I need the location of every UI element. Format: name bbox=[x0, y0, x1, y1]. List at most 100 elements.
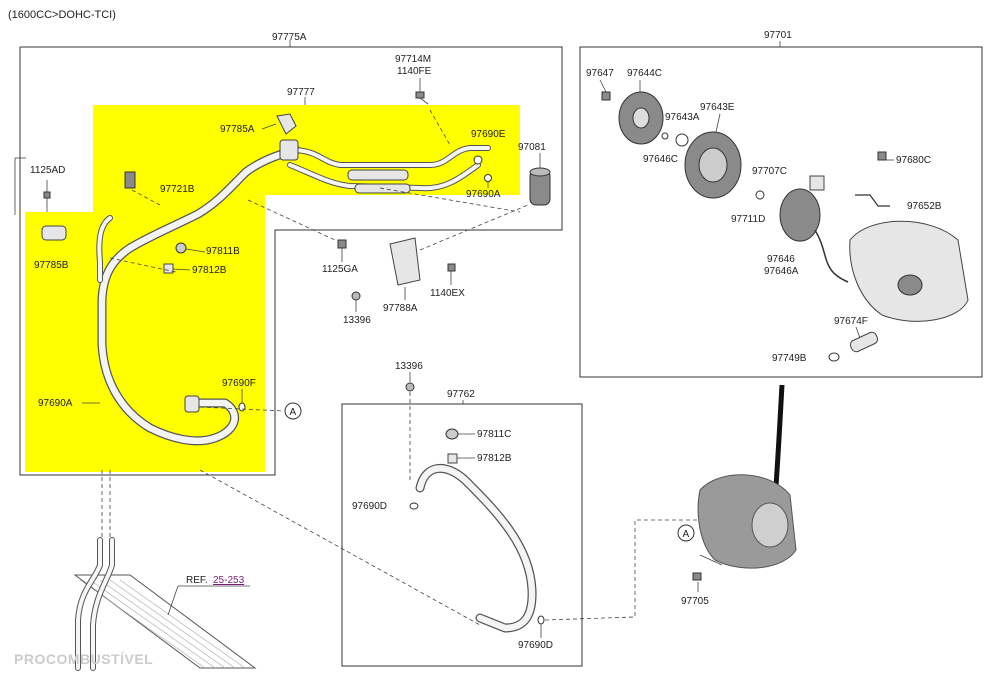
label-97690A-left[interactable]: 97690A bbox=[38, 398, 73, 409]
nut-13396 bbox=[351, 291, 361, 301]
label-1140EX[interactable]: 1140EX bbox=[430, 288, 465, 299]
label-97690E[interactable]: 97690E bbox=[471, 129, 506, 140]
bracket-97788A bbox=[389, 237, 421, 286]
label-13396-b[interactable]: 13396 bbox=[395, 361, 423, 372]
highlight-area bbox=[25, 105, 520, 472]
label-97701[interactable]: 97701 bbox=[764, 30, 792, 41]
label-97812B-b[interactable]: 97812B bbox=[477, 453, 512, 464]
bracket-97785B bbox=[41, 225, 67, 241]
label-97811C[interactable]: 97811C bbox=[477, 429, 511, 440]
leader-97785A bbox=[261, 123, 277, 130]
callout-A-right-label: A bbox=[683, 529, 690, 540]
o-ring-97690E bbox=[473, 155, 483, 165]
nut-13396-b bbox=[405, 382, 415, 392]
callout-A-left[interactable] bbox=[284, 402, 302, 420]
bolt-1140EX bbox=[447, 263, 456, 272]
label-97785A[interactable]: 97785A bbox=[220, 124, 255, 135]
label-97690F[interactable]: 97690F bbox=[222, 378, 256, 389]
label-97812B[interactable]: 97812B bbox=[192, 265, 227, 276]
engine-spec: (1600CC>DOHC-TCI) bbox=[8, 9, 116, 21]
bolt-97680C bbox=[877, 151, 887, 161]
leader-97674F bbox=[855, 326, 861, 339]
label-97647[interactable]: 97647 bbox=[586, 68, 614, 79]
o-ring-97690A-top bbox=[484, 174, 492, 182]
label-97652B[interactable]: 97652B bbox=[907, 201, 942, 212]
compressor-body bbox=[849, 220, 969, 322]
label-97643E[interactable]: 97643E bbox=[700, 102, 735, 113]
label-97705[interactable]: 97705 bbox=[681, 596, 709, 607]
label-97785B[interactable]: 97785B bbox=[34, 260, 69, 271]
label-1140FE[interactable]: 1140FE bbox=[397, 66, 432, 77]
branch-pipe-core bbox=[97, 216, 112, 282]
bolt-1125GA bbox=[337, 239, 347, 249]
bolt-97647 bbox=[601, 91, 611, 101]
label-97674F[interactable]: 97674F bbox=[834, 316, 868, 327]
label-97646C[interactable]: 97646C bbox=[643, 154, 678, 165]
callout-A-right[interactable] bbox=[677, 524, 695, 542]
field-coil-97646 bbox=[779, 188, 821, 242]
label-97777[interactable]: 97777 bbox=[287, 87, 315, 98]
bracket-97785A bbox=[276, 113, 297, 135]
bolt-head-1125AD bbox=[43, 191, 51, 199]
leader-97643E bbox=[715, 113, 721, 133]
label-97644C[interactable]: 97644C bbox=[627, 68, 662, 79]
leader-97812B bbox=[172, 268, 191, 271]
dash-1125GA bbox=[247, 199, 336, 241]
block-fitting bbox=[279, 139, 299, 161]
label-97714M[interactable]: 97714M bbox=[395, 54, 431, 65]
label-97775A[interactable]: 97775A bbox=[272, 32, 307, 43]
suction-hose-frame bbox=[341, 403, 583, 667]
coil-wire bbox=[814, 229, 849, 283]
label-13396-a[interactable]: 13396 bbox=[343, 315, 371, 326]
pulley-bore bbox=[698, 147, 728, 183]
label-97811B[interactable]: 97811B bbox=[206, 246, 240, 257]
dash-97721B bbox=[131, 189, 161, 206]
label-97690D-b[interactable]: 97690D bbox=[518, 640, 553, 651]
snap-ring-97707C bbox=[755, 190, 765, 200]
label-97646[interactable]: 97646 bbox=[767, 254, 795, 265]
dash-to-compressor bbox=[544, 519, 712, 621]
label-97690A-top[interactable]: 97690A bbox=[466, 189, 501, 200]
ref-prefix: REF. bbox=[186, 575, 208, 586]
label-1125GA[interactable]: 1125GA bbox=[322, 264, 358, 275]
label-97788A[interactable]: 97788A bbox=[383, 303, 418, 314]
label-97680C[interactable]: 97680C bbox=[896, 155, 931, 166]
callout-A-left-label: A bbox=[290, 407, 297, 418]
dash-diagonal bbox=[199, 469, 481, 626]
clutch-hub bbox=[632, 107, 650, 129]
valve-core-97812B-b bbox=[447, 453, 458, 464]
leader-97811B bbox=[185, 248, 206, 253]
shim-97646C bbox=[661, 132, 669, 140]
relief-valve-97674F bbox=[849, 331, 879, 353]
upper-pipe-a-core bbox=[294, 146, 490, 167]
compressor-valve bbox=[897, 274, 923, 296]
dash-fitting bbox=[109, 257, 177, 273]
label-97762[interactable]: 97762 bbox=[447, 389, 475, 400]
label-97081[interactable]: 97081 bbox=[518, 142, 546, 153]
label-1125AD[interactable]: 1125AD bbox=[30, 165, 65, 176]
dash-to-A bbox=[199, 406, 285, 412]
coil-connector bbox=[809, 175, 825, 191]
label-97646A[interactable]: 97646A bbox=[764, 266, 799, 277]
valve-cap-97811B bbox=[175, 242, 187, 254]
o-ring-97690D-a bbox=[409, 502, 419, 510]
condenser bbox=[73, 537, 257, 671]
suction-pipe-core bbox=[416, 465, 536, 632]
label-97707C[interactable]: 97707C bbox=[752, 166, 787, 177]
compressor-frame bbox=[579, 46, 983, 378]
label-97690D-a[interactable]: 97690D bbox=[352, 501, 387, 512]
dash-bracket bbox=[419, 204, 529, 251]
receiver-cap bbox=[529, 167, 551, 177]
valve-core-97812B bbox=[163, 263, 174, 274]
label-97749B[interactable]: 97749B bbox=[772, 353, 807, 364]
label-97643A[interactable]: 97643A bbox=[665, 112, 700, 123]
pipe-fitting-left bbox=[184, 395, 200, 413]
dash-receiver bbox=[379, 187, 521, 213]
label-97711D[interactable]: 97711D bbox=[731, 214, 765, 225]
ref-link-25-253[interactable]: 25-253 bbox=[213, 575, 245, 586]
bolt-97705 bbox=[699, 554, 723, 566]
label-97721B[interactable]: 97721B bbox=[160, 184, 195, 195]
leader-97647 bbox=[599, 79, 607, 93]
